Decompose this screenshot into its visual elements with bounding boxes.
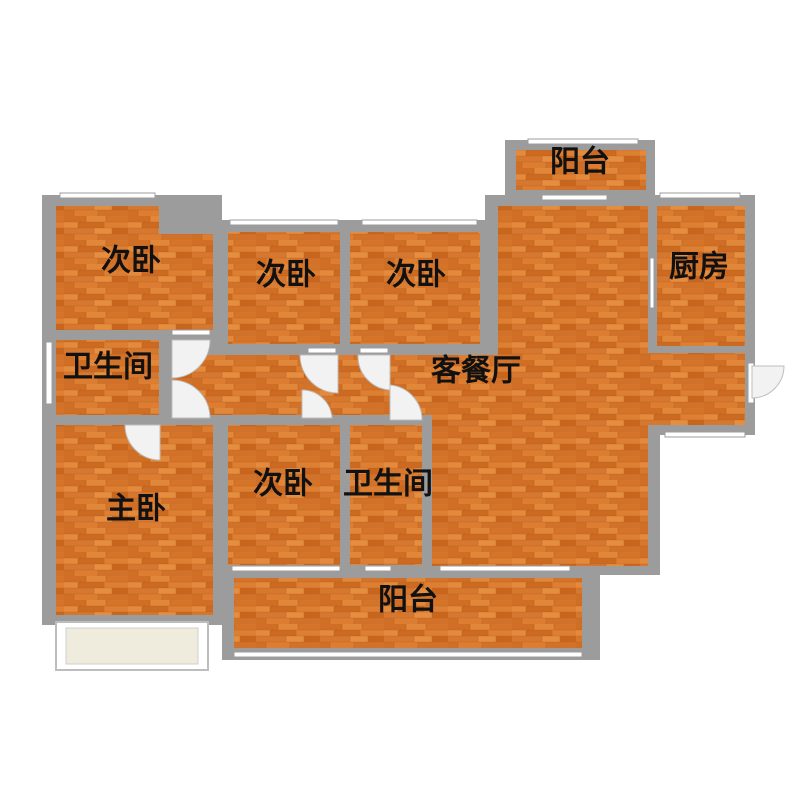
- label-bedroom-n1: 次卧: [256, 258, 316, 293]
- label-bathroom-west: 卫生间: [63, 350, 153, 385]
- floor-bedroom-nw: [56, 206, 159, 330]
- floor-bedroom-s: [228, 425, 340, 565]
- label-living-dining: 客餐厅: [431, 354, 521, 389]
- floor-bathroom-south: [350, 425, 422, 565]
- windows: [45, 138, 755, 658]
- label-kitchen: 厨房: [669, 250, 729, 285]
- floor-living-south: [432, 415, 502, 566]
- floor-living-main: [498, 206, 648, 566]
- doors: [124, 339, 785, 461]
- floor-bedroom-n1: [228, 232, 340, 344]
- label-balcony-south: 阳台: [378, 583, 438, 618]
- floor-balcony-south: [234, 578, 582, 648]
- floor-bedroom-n2: [350, 232, 480, 344]
- floor-master: [56, 425, 213, 615]
- floors: [56, 150, 745, 648]
- floor-kitchen: [657, 206, 745, 346]
- label-bedroom-n2: 次卧: [386, 258, 446, 293]
- label-bedroom-nw: 次卧: [101, 244, 161, 279]
- label-bathroom-south: 卫生间: [343, 467, 433, 502]
- floor-balcony-north: [516, 150, 646, 190]
- label-master-bedroom: 主卧: [106, 492, 166, 527]
- floor-living-east: [648, 353, 745, 425]
- floor-bathroom-west: [56, 340, 159, 415]
- label-balcony-north: 阳台: [550, 145, 610, 180]
- label-bedroom-s: 次卧: [253, 467, 313, 502]
- floor-bedroom-nw-ext: [159, 234, 213, 330]
- room-labels: 阳台 次卧 次卧 次卧 厨房 卫生间 客餐厅 主卧 次卧 卫生间 阳台: [63, 145, 729, 618]
- master-balcony: [55, 621, 209, 671]
